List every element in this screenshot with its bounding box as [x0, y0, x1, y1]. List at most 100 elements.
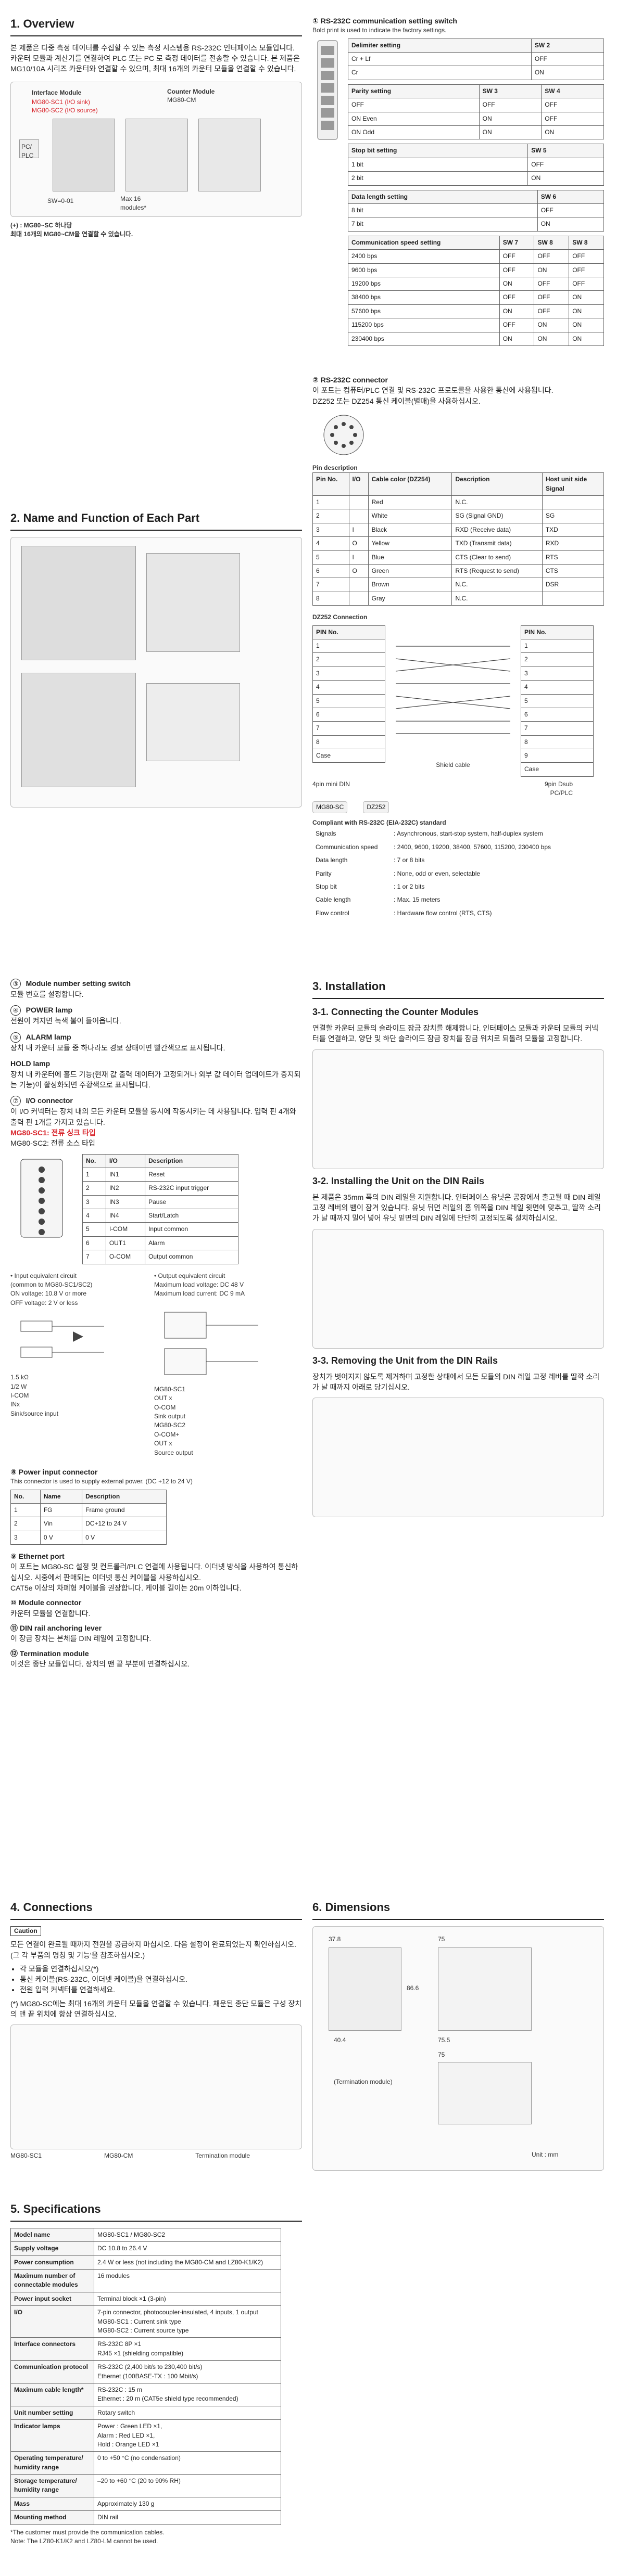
name-function-section: 2. Name and Function of Each Part [10, 510, 302, 808]
connections-bullet-1: 각 모듈을 연결하십시오(*) [20, 1964, 302, 1974]
remove-din-title: 3-3. Removing the Unit from the DIN Rail… [312, 1355, 498, 1366]
circuits: • Input equivalent circuit (common to MG… [10, 1272, 302, 1457]
side-view [146, 553, 240, 652]
connect-body: 연결할 카운터 모듈의 슬라이드 잠금 장치를 해제합니다. 인터페이스 모듈과… [312, 1023, 598, 1043]
output-outx-label: OUT x [154, 1394, 172, 1402]
output-circuit-graphic [154, 1302, 290, 1385]
dim-side [438, 1947, 532, 2031]
pc-plc-label: PC/ PLC [21, 143, 34, 160]
item4-number: ④ [10, 1005, 21, 1016]
connections-title: 4. Connections [10, 1899, 302, 1920]
input-inx-label: INx [10, 1401, 20, 1408]
terminal-view [146, 683, 240, 761]
installation-section: 3. Installation 3-1. Connecting the Coun… [312, 978, 604, 1522]
conn-label-sc1: MG80-SC1 [10, 2152, 42, 2160]
pc-plc-box [19, 139, 39, 158]
connections-note: (*) MG80-SC에는 최대 16개의 카운터 모듈을 연결할 수 있습니다… [10, 1999, 302, 2019]
dimensions-diagram: 37.8 75 86.6 40.4 75.5 75 (Termination m… [312, 1926, 604, 2171]
pin-desc-table: Pin No. I/O Cable color (DZ254) Descript… [312, 472, 605, 606]
item5-number: ⑤ [10, 1032, 21, 1043]
counter-module-graphic-1 [125, 118, 188, 191]
counter-module-graphic-2 [198, 118, 261, 191]
item4-desc: 전원이 켜지면 녹색 불이 들어옵니다. [10, 1017, 121, 1026]
rs232-connector-section: ② RS-232C connector 이 포트는 컴퓨터/PLC 연결 및 R… [312, 375, 605, 920]
part-items: ③ Module number setting switch 모듈 번호를 설정… [10, 978, 302, 1669]
output-sc2-label: MG80-SC2 [154, 1421, 186, 1429]
caution-label: Caution [10, 1926, 41, 1937]
sw-label: SW=0-01 [47, 197, 74, 204]
output-circuit-title: • Output equivalent circuit [154, 1272, 225, 1279]
connections-body: 모든 연결이 완료될 때까지 전원을 공급하지 마십시오. 다음 설정이 완료되… [10, 1940, 296, 1959]
sc1-label: MG80-SC1 (I/O sink) [32, 98, 91, 106]
connections-bullet-2: 통신 케이블(RS-232C, 이더넷 케이블)을 연결하십시오. [20, 1974, 302, 1984]
item5-desc: 장치 내 카운터 모듈 중 하나라도 경보 상태이면 빨간색으로 표시됩니다. [10, 1043, 225, 1052]
install-din-diagram [312, 1228, 604, 1349]
input-circuit-specs: ON voltage: 10.8 V or more OFF voltage: … [10, 1290, 87, 1306]
remove-din-body: 장치가 벗어지지 않도록 제거하며 고정한 상태에서 모든 모듈의 DIN 레일… [312, 1372, 600, 1391]
io-connector-graphic [10, 1154, 73, 1264]
specs-note-2: Note: The LZ80-K1/K2 and LZ80-LM cannot … [10, 2537, 158, 2545]
cm-label: MG80-CM [167, 96, 196, 104]
din-lever-title: ⑪ DIN rail anchoring lever [10, 1623, 102, 1632]
name-function-diagram [10, 536, 302, 808]
input-circuit-graphic [10, 1311, 146, 1373]
compliant-section: Compliant with RS-232C (EIA-232C) standa… [312, 818, 604, 920]
rs232-setting-title: ① RS-232C communication setting switch [312, 17, 457, 25]
shield-cable-label: Shield cable [436, 761, 470, 768]
ethernet-desc: 이 포트는 MG80-SC 설정 및 컨트롤러/PLC 연결에 사용됩니다. 이… [10, 1562, 298, 1593]
specs-title: 5. Specifications [10, 2201, 302, 2222]
connect-diagram [312, 1049, 604, 1169]
dim-unit-label: Unit : mm [532, 2150, 559, 2158]
dz252-right-table: PIN No. 1 2 3 4 5 6 7 8 9 Case [521, 625, 594, 777]
installation-title: 3. Installation [312, 978, 604, 999]
dsub-label: 9pin Dsub PC/PLC [544, 780, 573, 797]
max16-label: Max 16 modules* [120, 195, 147, 212]
rs232-setting-subtitle: Bold print is used to indicate the facto… [312, 27, 447, 34]
interface-module-graphic [53, 118, 115, 191]
termination-title: ⑫ Termination module [10, 1649, 89, 1658]
power-input-desc: This connector is used to supply externa… [10, 1478, 193, 1485]
item3-desc: 모듈 번호를 설정합니다. [10, 990, 84, 998]
din-lever-desc: 이 장금 장치는 본체를 DIN 레일에 고정합니다. [10, 1634, 152, 1643]
hold-lamp-desc: 장치 내 카운터에 홀드 기능(현재 값 출력 데이터가 고정되거나 외부 값 … [10, 1070, 301, 1090]
sc2-type: MG80-SC2: 전류 소스 타입 [10, 1139, 95, 1148]
sc2-label: MG80-SC2 (I/O source) [32, 106, 98, 114]
install-din-body: 본 제품은 35mm 폭의 DIN 레일을 지원합니다. 인터페이스 유닛은 공… [312, 1193, 601, 1223]
rs232-setting-section: ① RS-232C communication setting switch B… [312, 16, 605, 346]
dim-front [329, 1947, 401, 2031]
dim-label-5: 75.5 [438, 2036, 450, 2044]
install-din-title: 3-2. Installing the Unit on the DIN Rail… [312, 1175, 485, 1186]
item3-number: ③ [10, 979, 21, 989]
dz252-title: DZ252 Connection [312, 613, 368, 621]
dim-label-2: 75 [438, 1935, 445, 1943]
dz252-left-table: PIN No. 1 2 3 4 5 6 7 8 Case [312, 625, 385, 763]
mg-label: MG80-SC [312, 801, 348, 814]
power-input-title: ⑧ Power input connector [10, 1467, 98, 1476]
dimensions-title: 6. Dimensions [312, 1899, 604, 1920]
module-connector-desc: 카운터 모듈을 연결합니다. [10, 1609, 91, 1618]
item7-title: I/O connector [26, 1096, 73, 1105]
item4-title: POWER lamp [26, 1006, 73, 1015]
item5-title: ALARM lamp [26, 1032, 71, 1041]
input-type-label: Sink/source input [10, 1409, 59, 1417]
rs232-connector-title: ② RS-232C connector [312, 376, 388, 384]
compliant-table: Signals: Asynchronous, start-stop system… [316, 830, 551, 917]
hold-lamp-title: HOLD lamp [10, 1059, 51, 1068]
dim-label-1: 37.8 [329, 1935, 341, 1943]
overview-title: 1. Overview [10, 16, 302, 36]
switch-graphic [312, 39, 343, 346]
sc1-type: MG80-SC1: 전류 싱크 타입 [10, 1128, 96, 1137]
module-connector-title: ⑩ Module connector [10, 1598, 82, 1607]
dim-label-4: 40.4 [334, 2036, 346, 2044]
overview-body: 본 제품은 다중 측정 데이터를 수집할 수 있는 측정 시스템용 RS-232… [10, 43, 300, 73]
termination-desc: 이것은 종단 모듈입니다. 장치의 맨 끝 부분에 연결하십시오. [10, 1659, 190, 1668]
item3-title: Module number setting switch [26, 979, 131, 988]
input-icom-label: I-COM [10, 1391, 29, 1399]
overview-section: 1. Overview 본 제품은 다중 측정 데이터를 수집할 수 있는 측정… [10, 16, 302, 239]
